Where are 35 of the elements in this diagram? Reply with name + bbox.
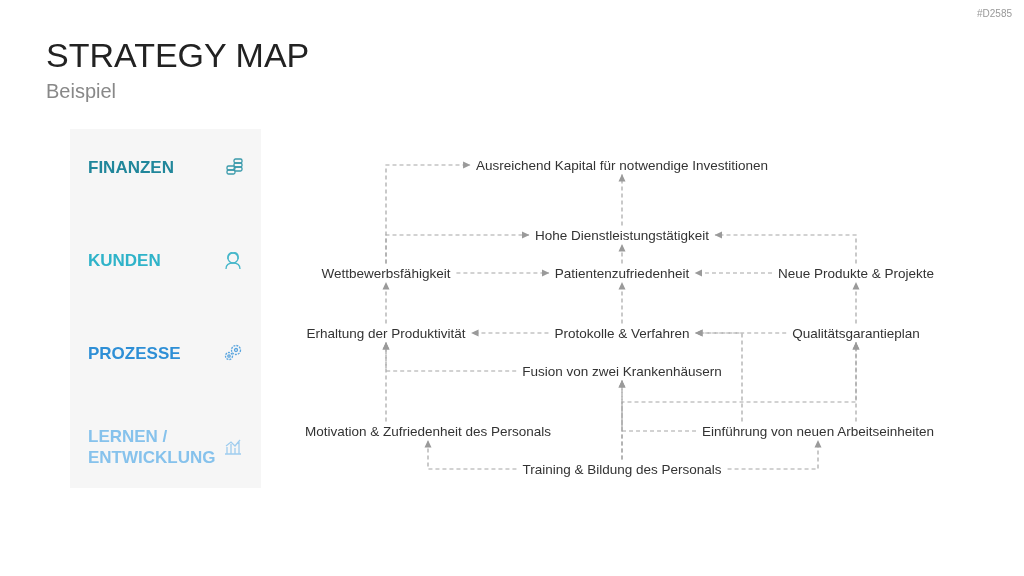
objective-text: Einführung von neuen Arbeitseinheiten — [696, 421, 940, 441]
dashed-arrow — [618, 379, 697, 432]
dashed-arrow — [694, 269, 773, 277]
objective-text: Neue Produkte & Projekte — [771, 263, 941, 283]
dashed-arrow — [618, 173, 626, 227]
title: STRATEGY MAP — [46, 36, 310, 75]
objective-text: Fusion von zwei Krankenhäusern — [516, 361, 728, 381]
objective-text: Ausreichend Kapital für notwendige Investitionen — [470, 155, 774, 175]
dashed-arrow — [455, 269, 550, 277]
category-heading: PROZESSE — [88, 343, 181, 364]
category-heading: LERNEN / ENTWICKLUNG — [88, 426, 213, 468]
objective-text: Motivation & Zufriedenheit des Personals — [298, 421, 558, 441]
dashed-arrow — [382, 281, 390, 325]
dashed-arrow — [470, 329, 550, 337]
objective-text: Patientenzufriedenheit — [548, 263, 696, 283]
category-heading: KUNDEN — [88, 250, 161, 271]
dashed-arrow — [852, 281, 860, 325]
category-heading: FINANZEN — [88, 157, 174, 178]
dashed-arrow — [382, 341, 517, 372]
dashed-arrow — [385, 231, 530, 265]
objective-text: Erhaltung der Produktivität — [300, 323, 472, 343]
objective-text: Protokolle & Verfahren — [548, 323, 696, 343]
dashed-arrow — [424, 439, 518, 470]
objective-text: Wettbewerbsfähigkeit — [315, 263, 457, 283]
objective-text: Hohe Dienstleistungstätigkeit — [528, 225, 716, 245]
objective-text: Qualitätsgarantieplan — [786, 323, 926, 343]
dashed-arrow — [618, 243, 626, 265]
dashed-arrow — [714, 231, 857, 265]
objective-text: Training & Bildung des Personals — [516, 459, 728, 479]
subtitle: Beispiel — [46, 80, 117, 103]
dashed-arrow — [726, 439, 822, 470]
dashed-arrow — [694, 329, 743, 423]
dashed-arrow — [852, 341, 860, 423]
dashed-arrow — [618, 281, 626, 325]
slide-id: #D2585 — [976, 8, 1012, 19]
